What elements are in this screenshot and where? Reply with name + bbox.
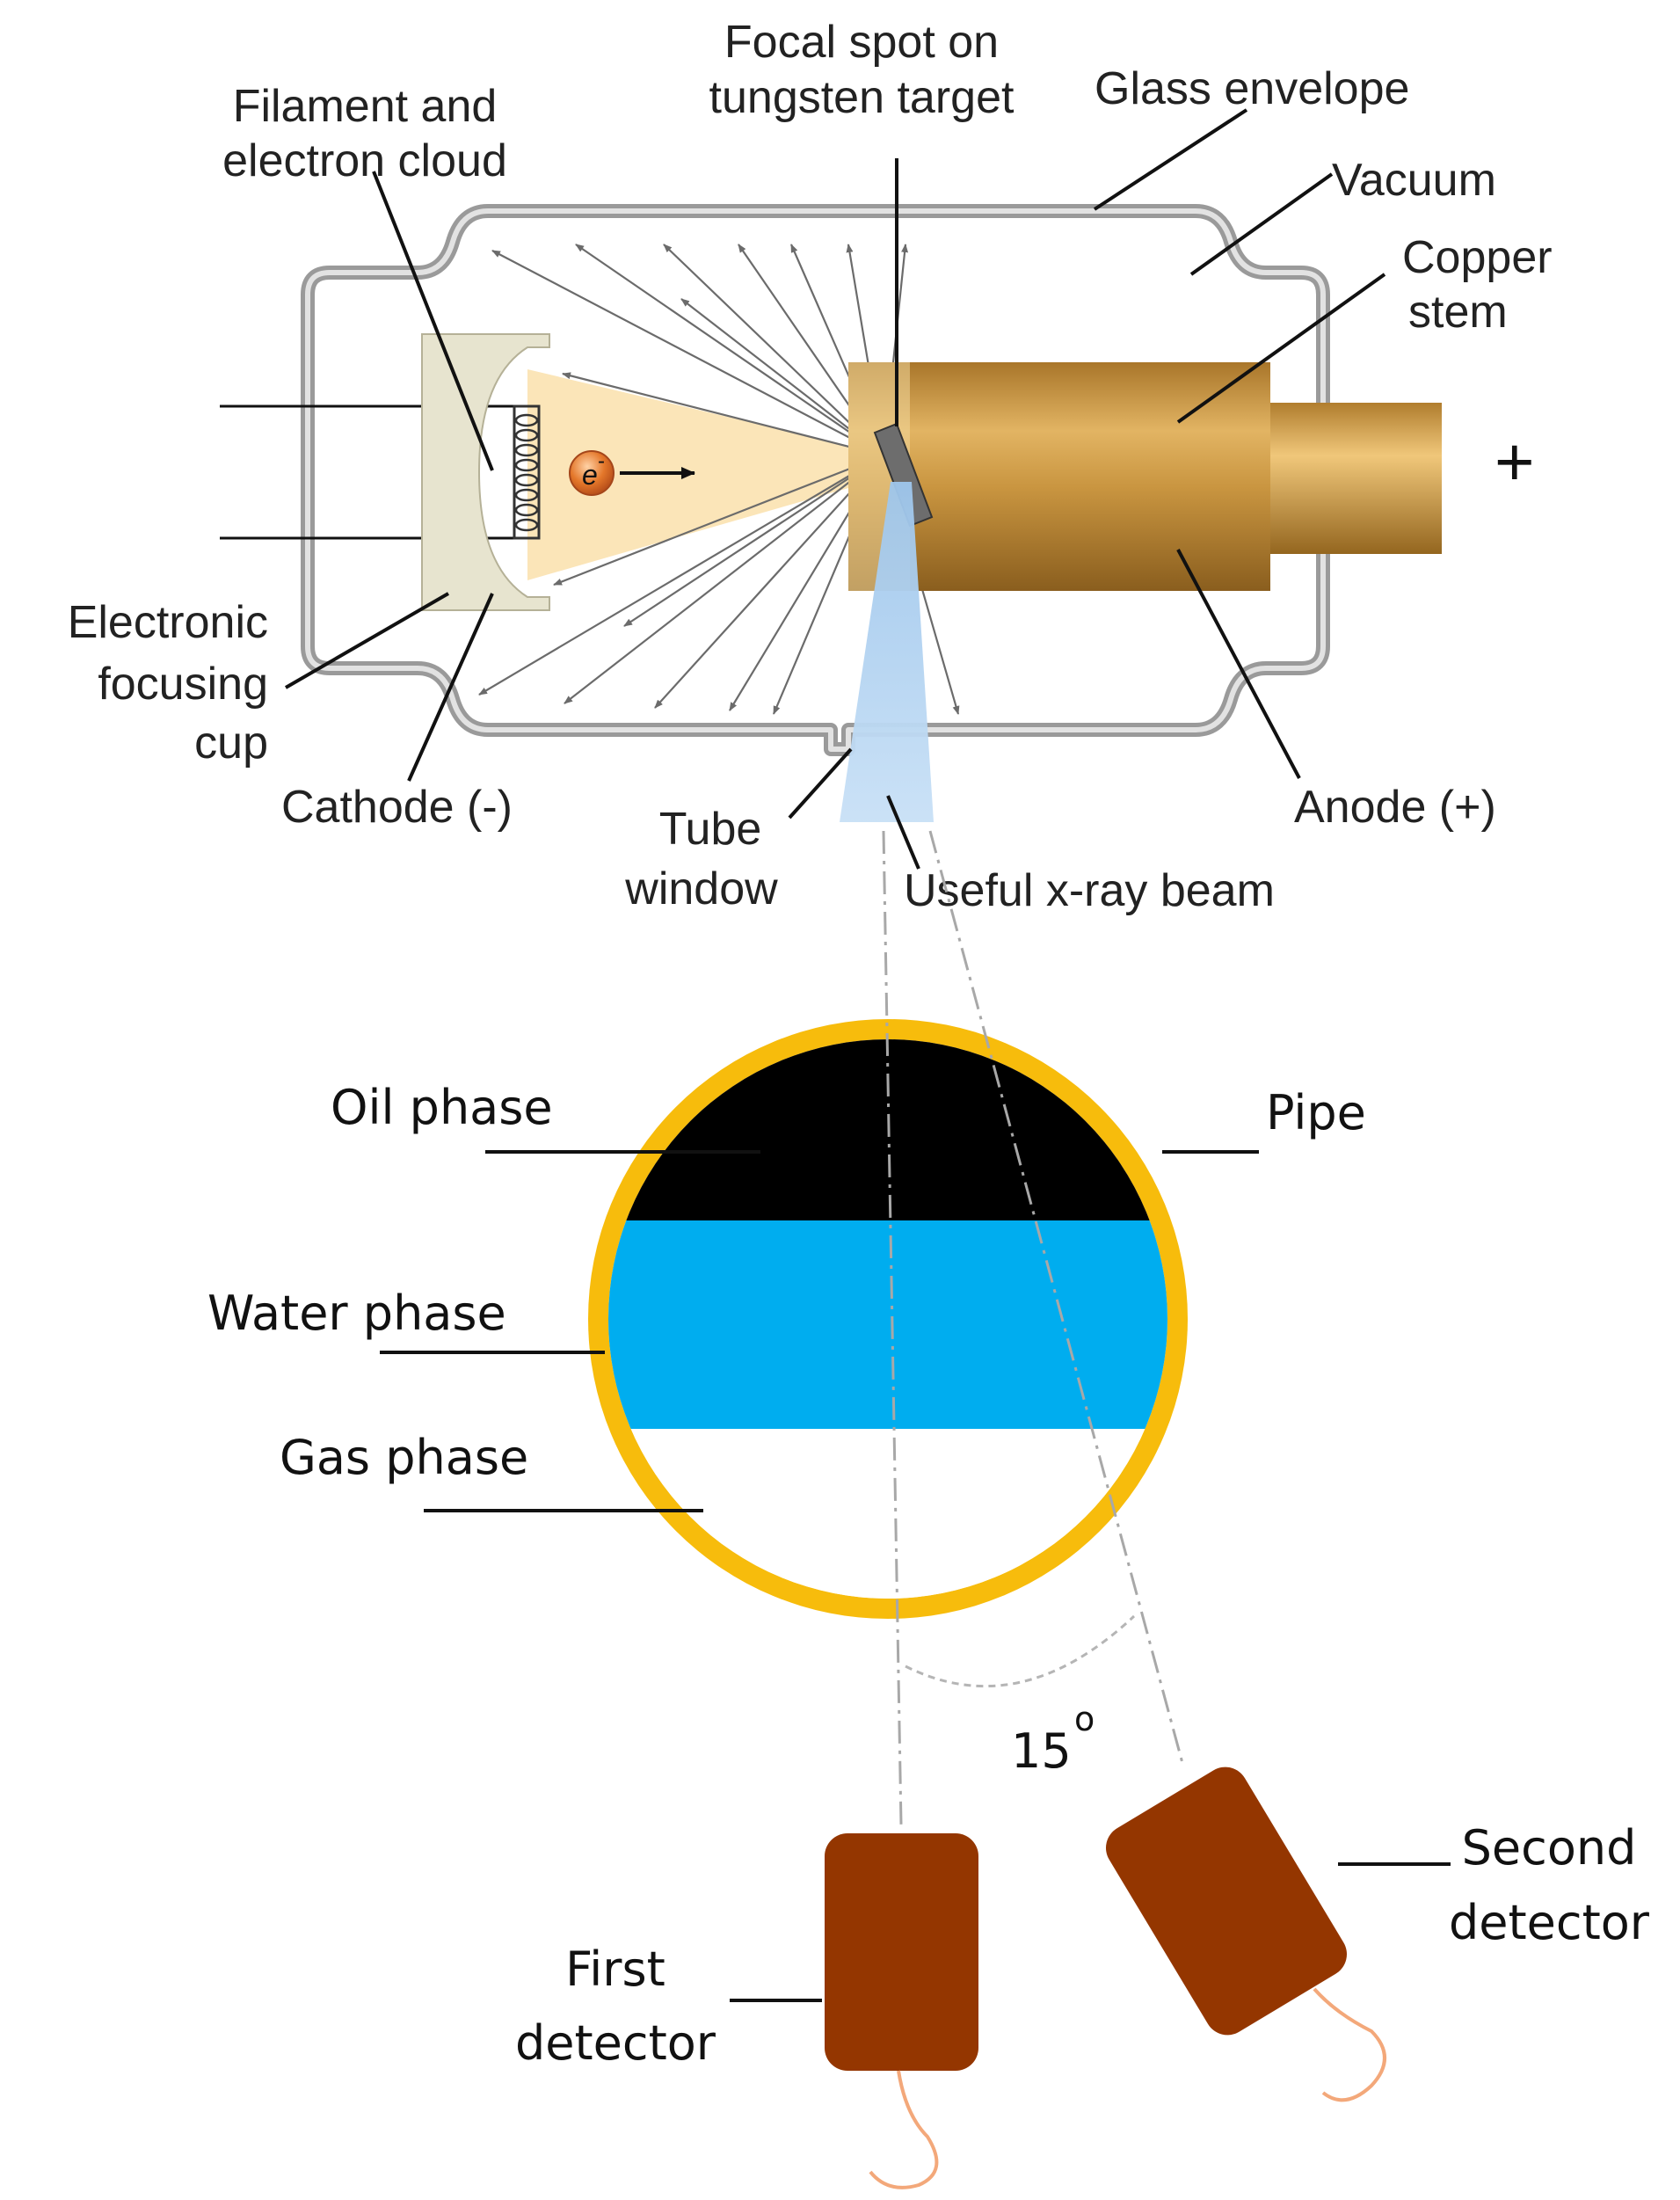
label-glass-envelope: Glass envelope bbox=[1095, 63, 1409, 114]
label-filament-line1: Filament and bbox=[233, 81, 498, 132]
label-plus-sign: + bbox=[1495, 423, 1535, 500]
useful-xray-beam bbox=[840, 482, 934, 822]
label-tube-window-line2: window bbox=[624, 863, 778, 914]
electron-charge: - bbox=[598, 449, 605, 473]
xray-ray-arrow bbox=[654, 455, 884, 709]
second-detector bbox=[1106, 1767, 1347, 2036]
second-detector-cable bbox=[1313, 1987, 1386, 2102]
label-filament-line2: electron cloud bbox=[222, 135, 507, 186]
filament-coil-icon bbox=[513, 404, 541, 540]
label-water-phase: Water phase bbox=[207, 1286, 506, 1341]
anode-body bbox=[848, 362, 1270, 591]
xray-tube: e - Filament and electron cloud Focal sp… bbox=[68, 17, 1553, 916]
label-useful-beam: Useful x-ray beam bbox=[904, 865, 1275, 916]
xray-ray-arrow bbox=[663, 244, 884, 456]
first-detector bbox=[825, 1833, 978, 2189]
xray-ray-arrow bbox=[553, 454, 884, 586]
label-angle-unit: o bbox=[1074, 1700, 1095, 1738]
xray-ray-arrow bbox=[478, 455, 884, 696]
electron-cloud bbox=[527, 369, 879, 580]
xray-ray-arrow bbox=[491, 250, 884, 456]
label-vacuum: Vacuum bbox=[1332, 155, 1496, 206]
label-focal-line2: tungsten target bbox=[709, 72, 1015, 123]
label-anode: Anode (+) bbox=[1294, 782, 1496, 833]
pipe-cross-section: Oil phase Water phase Gas phase Pipe 15 … bbox=[207, 830, 1650, 2189]
label-first-detector-line2: detector bbox=[515, 2015, 716, 2071]
label-second-detector-line2: detector bbox=[1449, 1895, 1650, 1950]
label-focal-line1: Focal spot on bbox=[724, 17, 999, 68]
label-tube-window-line1: Tube bbox=[659, 804, 762, 855]
label-gas-phase: Gas phase bbox=[280, 1430, 528, 1485]
label-angle-value: 15 bbox=[1011, 1723, 1072, 1779]
xray-ray-arrow bbox=[564, 455, 884, 704]
label-copper-line2: stem bbox=[1408, 287, 1508, 338]
copper-stem bbox=[1270, 403, 1442, 554]
xray-ray-arrow bbox=[575, 244, 884, 456]
electron-symbol: e bbox=[582, 459, 598, 491]
angle-arc bbox=[905, 1614, 1136, 1688]
label-electronic-line2: focusing bbox=[98, 659, 268, 710]
label-oil-phase: Oil phase bbox=[331, 1080, 553, 1135]
first-detector-cable bbox=[869, 2070, 939, 2189]
label-electronic-line1: Electronic bbox=[68, 597, 268, 648]
xray-ray-arrow bbox=[623, 455, 884, 627]
label-pipe: Pipe bbox=[1266, 1085, 1366, 1140]
focusing-cup bbox=[421, 333, 550, 611]
label-copper-line1: Copper bbox=[1402, 232, 1553, 283]
water-phase bbox=[608, 1220, 1167, 1429]
beam-path-first bbox=[882, 830, 903, 1825]
label-second-detector-line1: Second bbox=[1462, 1820, 1637, 1876]
xray-ray-arrow bbox=[562, 372, 884, 457]
electron-particle-icon: e - bbox=[569, 449, 615, 496]
label-electronic-line3: cup bbox=[194, 718, 268, 769]
label-first-detector-line1: First bbox=[565, 1941, 665, 1997]
label-cathode: Cathode (-) bbox=[281, 782, 513, 833]
